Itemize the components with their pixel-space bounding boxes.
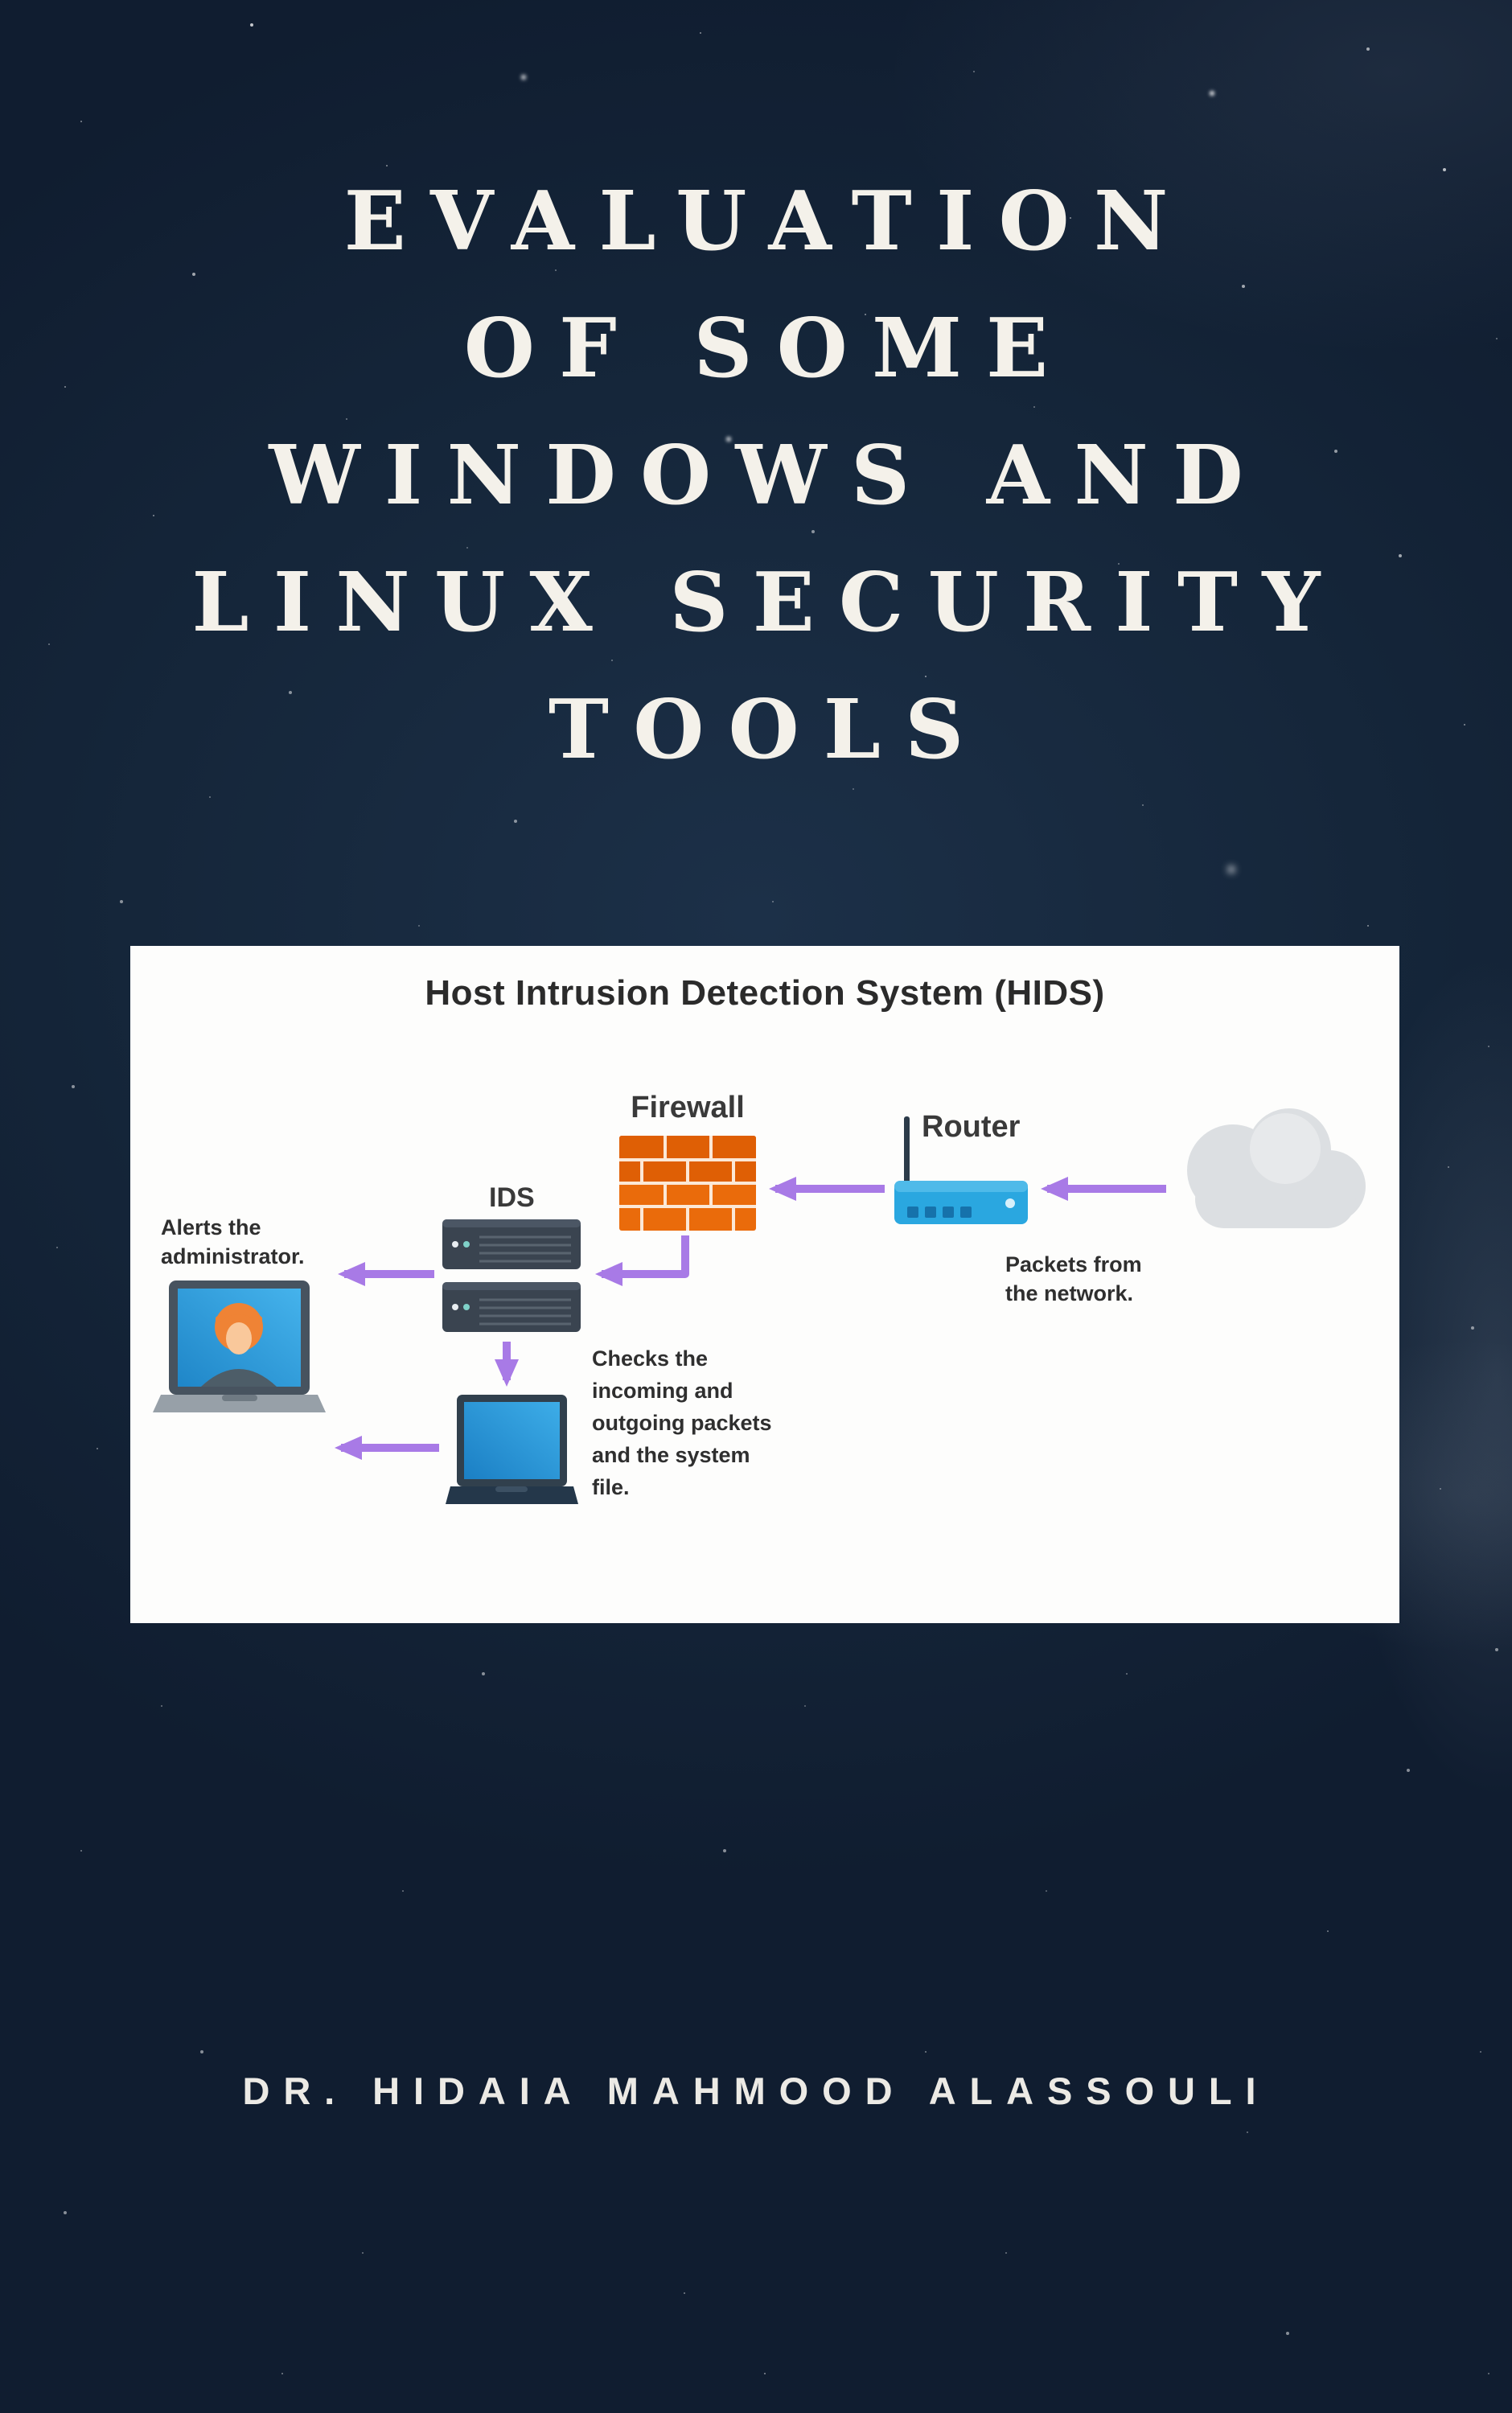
- firewall-label: Firewall: [631, 1091, 745, 1124]
- cloud-icon: [1187, 1108, 1366, 1228]
- alerts-annotation: Alerts the administrator.: [161, 1215, 305, 1269]
- laptop-base: [153, 1395, 326, 1412]
- book-title-line: LINUX SECURITY: [191, 554, 1345, 650]
- firewall-icon: [619, 1136, 756, 1231]
- diagram-panel: Host Intrusion Detection System (HIDS) F…: [130, 946, 1399, 1623]
- router-antenna: [904, 1116, 910, 1187]
- router-label: Router: [922, 1110, 1021, 1144]
- checks-annotation: Checks the incoming and outgoing packets…: [592, 1346, 772, 1499]
- router-icon: [894, 1181, 1028, 1224]
- author-name: DR. HIDAIA MAHMOOD ALASSOULI: [242, 2070, 1270, 2112]
- book-title-line: TOOLS: [548, 681, 988, 777]
- diagram-arrows: [334, 1177, 1166, 1460]
- laptop-base: [446, 1486, 578, 1504]
- ids-icon: [442, 1219, 581, 1332]
- laptop-screen: [464, 1402, 560, 1479]
- client-laptop-icon: [446, 1395, 578, 1504]
- ids-label: IDS: [489, 1182, 535, 1213]
- stars-backdrop: [0, 0, 2, 2]
- administrator-avatar: [201, 1303, 277, 1387]
- book-title-line: OF SOME: [463, 300, 1073, 396]
- book-title-line: EVALUATION: [343, 173, 1193, 269]
- book-title: EVALUATION OF SOME WINDOWS AND LINUX SEC…: [0, 158, 1512, 793]
- arrow-firewall-to-ids: [594, 1235, 689, 1286]
- packets-annotation: Packets from the network.: [1005, 1252, 1142, 1306]
- admin-laptop-icon: [153, 1280, 326, 1412]
- diagram-title: Host Intrusion Detection System (HIDS): [425, 973, 1105, 1013]
- book-title-line: WINDOWS AND: [269, 427, 1268, 523]
